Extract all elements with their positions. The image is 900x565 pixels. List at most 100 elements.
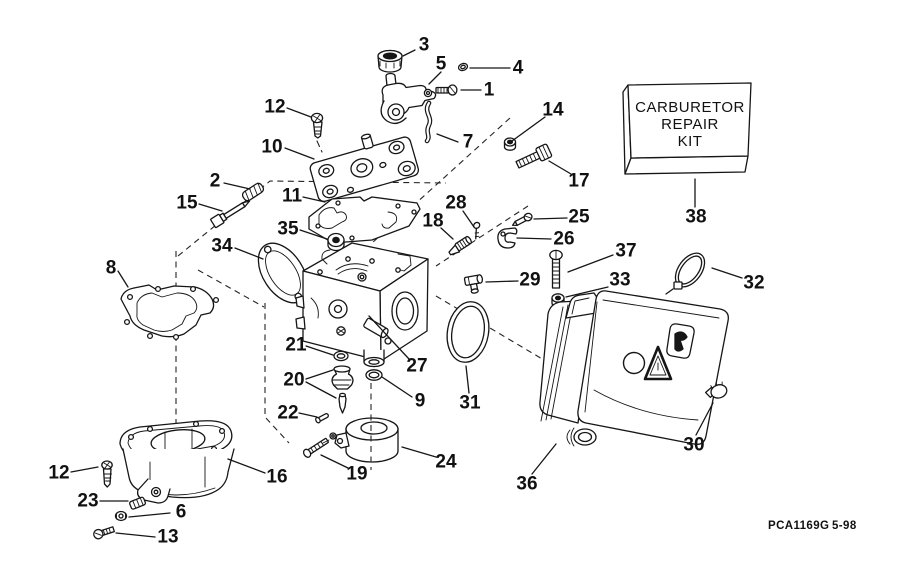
valve-18-drawing [448,235,472,256]
footer-date: 5-98 [832,520,857,532]
callout-leader-13 [115,532,156,538]
gasket-8-drawing [120,284,220,341]
callout-leader-18 [440,227,454,240]
callout-leader-16 [227,458,266,474]
callout-leader-24 [401,446,437,458]
callout-leader-20 [305,369,334,380]
knob-30-drawing [704,381,728,399]
callout-20: 20 [283,370,304,391]
callout-leader-11 [302,196,326,203]
callout-32: 32 [743,273,764,294]
callout-6: 6 [176,502,187,523]
callout-25: 25 [568,207,590,228]
callout-leader-14 [511,116,546,142]
callout-2: 2 [210,171,221,192]
callout-10: 10 [261,137,282,158]
callout-leader-7 [436,133,459,143]
callout-leader-33 [565,286,609,298]
callout-28: 28 [445,193,466,214]
callout-leader-37 [567,254,614,273]
kit-box-line-2: REPAIR [661,116,719,133]
oring-9-drawing [365,369,383,381]
callout-9: 9 [415,391,426,412]
screw-12-axis [316,140,323,153]
callout-leader-35 [299,229,328,240]
footer-code: PCA1169G [768,520,829,532]
callout-26: 26 [553,229,574,250]
callout-leader-30 [695,402,714,436]
screw-12-bottom-drawing [101,460,113,488]
clip-26-drawing [497,227,518,249]
callout-leader-17 [548,160,572,175]
fuel-pump-10-drawing [309,133,420,203]
callout-leader-27 [368,315,410,360]
callout-38: 38 [685,207,706,228]
oring-4-drawing [457,62,469,72]
air-silencer-36-drawing [539,290,729,447]
callout-15: 15 [176,193,198,214]
callout-leader-32 [711,267,743,279]
callout-5: 5 [436,54,447,75]
callout-34: 34 [211,236,233,257]
kit-box-line-3: KIT [678,133,703,150]
callout-leader-36 [531,443,557,475]
callout-leader-3 [402,49,416,57]
callout-leader-15 [198,203,223,212]
pin-22-drawing [315,413,329,424]
callout-12-top: 12 [264,97,285,118]
callout-27: 27 [406,356,427,377]
float-24-drawing [322,417,399,463]
pin-19-drawing [302,437,329,458]
cable-tie-32-drawing [665,252,706,295]
screw-1-drawing [435,84,458,96]
nut-35-drawing [327,232,345,252]
cap-3-drawing [377,49,403,73]
callout-leader-6 [128,512,171,518]
callout-leader-34 [234,247,264,260]
screw-37-drawing [549,249,563,289]
callout-13: 13 [157,527,178,548]
diaphragm-plate-11-drawing [308,196,421,244]
callout-leader-31 [465,365,470,394]
fitting-23-drawing [129,496,147,510]
callout-leader-10 [284,147,315,160]
callout-leader-2 [223,182,251,190]
callout-31: 31 [459,393,481,414]
callout-1: 1 [484,80,495,101]
footer: PCA1169G 5-98 [768,520,857,532]
callout-37: 37 [615,241,636,262]
needle-15-drawing [210,200,251,229]
fitting-29-drawing [463,274,484,294]
callout-33: 33 [609,270,630,291]
carburetor-body-drawing [295,242,429,368]
callout-22: 22 [277,403,298,424]
callout-leader-8 [117,270,129,288]
spring-2-drawing [241,182,265,202]
callout-12-bottom: 12 [48,463,69,484]
screw-13-drawing [93,526,115,540]
ring-21-drawing [333,350,349,362]
callout-leader-20 [305,381,337,399]
bolt-17-drawing [515,143,553,169]
callout-leader-5 [428,71,442,85]
repair-kit-box: CARBURETOR REPAIR KIT [622,82,752,175]
kit-box-line-1: CARBURETOR [635,99,745,116]
callout-17: 17 [568,171,589,192]
link-7-drawing [424,100,433,144]
callout-16: 16 [266,467,287,488]
callout-11: 11 [282,186,303,207]
callout-leader-29 [485,280,519,283]
callout-3: 3 [419,35,430,56]
float-bowl-16-drawing [119,420,235,504]
callout-leader-21 [305,345,334,356]
callout-14: 14 [542,100,564,121]
jet-20-drawing [331,365,354,414]
callout-7: 7 [463,132,474,153]
callout-leader-12-bottom [70,466,99,473]
callout-35: 35 [277,219,299,240]
callout-24: 24 [435,452,457,473]
lever-5-drawing [380,72,437,125]
